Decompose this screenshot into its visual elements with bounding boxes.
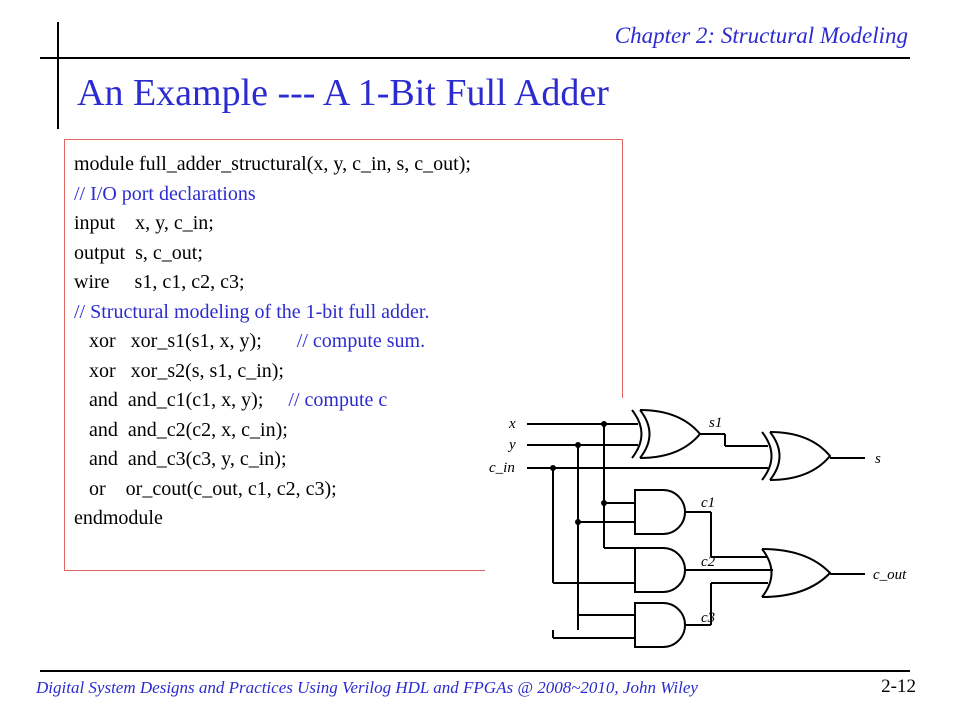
full-adder-schematic: x y c_in s1 c1 c2 c3 s c_out xyxy=(485,398,930,660)
vertical-rule xyxy=(57,22,59,129)
code-line: xor xor_s1(s1, x, y); // compute sum. xyxy=(74,330,426,352)
code-line: or or_cout(c_out, c1, c2, c3); xyxy=(74,477,337,500)
code-line: xor xor_s2(s, s1, c_in); xyxy=(74,359,284,382)
input-label-x: x xyxy=(508,416,516,432)
verilog-code: module full_adder_structural(x, y, c_in,… xyxy=(74,150,471,534)
page-number: 2-12 xyxy=(881,676,916,697)
code-line: wire s1, c1, c2, c3; xyxy=(74,271,245,293)
code-line: and and_c3(c3, y, c_in); xyxy=(74,448,287,470)
input-label-cin: c_in xyxy=(489,460,515,476)
inline-comment: // compute c xyxy=(263,389,388,411)
inline-comment: // compute sum. xyxy=(261,330,426,352)
wire-label-s1: s1 xyxy=(709,415,722,431)
chapter-label: Chapter 2: Structural Modeling xyxy=(614,23,908,48)
input-label-y: y xyxy=(507,437,516,453)
output-label-cout: c_out xyxy=(873,567,907,583)
code-line: output s, c_out; xyxy=(74,241,203,264)
footer-rule xyxy=(40,670,910,672)
code-line: endmodule xyxy=(74,507,163,529)
code-line: // Structural modeling of the 1-bit full… xyxy=(74,300,430,323)
code-line: input x, y, c_in; xyxy=(74,212,214,234)
wire-label-c2: c2 xyxy=(701,554,716,570)
output-label-s: s xyxy=(875,451,881,467)
wire-label-c3: c3 xyxy=(701,610,715,626)
header-rule xyxy=(40,57,910,59)
code-line: and and_c2(c2, x, c_in); xyxy=(74,418,288,441)
footer-citation: Digital System Designs and Practices Usi… xyxy=(36,678,698,697)
code-line: // I/O port declarations xyxy=(74,182,256,205)
slide-title: An Example --- A 1-Bit Full Adder xyxy=(77,72,609,114)
code-line: and and_c1(c1, x, y); // compute c xyxy=(74,389,388,411)
wire-label-c1: c1 xyxy=(701,495,715,511)
code-line: module full_adder_structural(x, y, c_in,… xyxy=(74,153,471,175)
